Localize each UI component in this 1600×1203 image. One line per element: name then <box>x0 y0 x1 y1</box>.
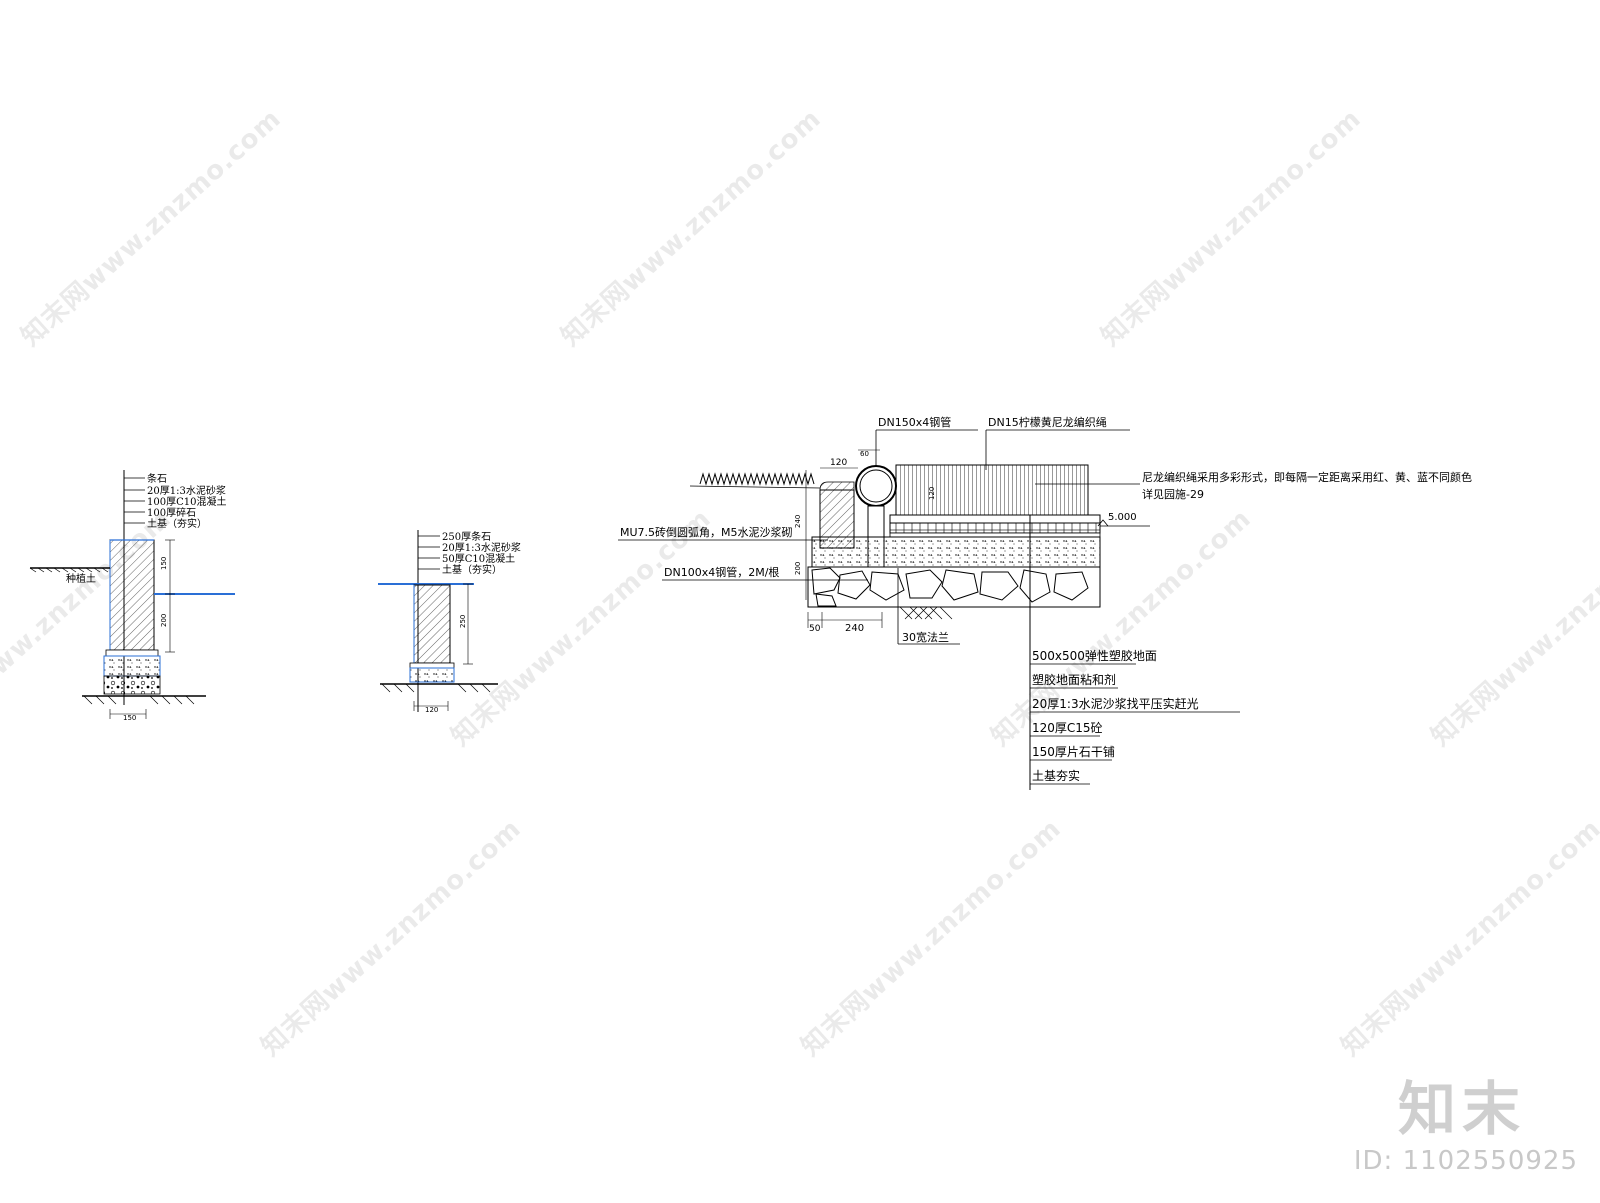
image-id-label: ID: 1102550925 <box>1353 1146 1578 1176</box>
planting-soil-label: 种植土 <box>66 572 96 585</box>
watermark-text: 知末网www.znzmo.com <box>796 814 1067 1063</box>
flange-label: 30宽法兰 <box>902 630 949 644</box>
dim-240-vertical: 240 <box>794 515 802 528</box>
rope-label: DN15柠檬黄尼龙编织绳 <box>988 415 1107 429</box>
section-b-layer-2: 20厚1:3水泥砂浆 <box>442 541 521 554</box>
watermark-text: 知末网www.znzmo.com <box>1426 504 1600 753</box>
section-a-dim-base: 150 <box>123 714 136 722</box>
section-a-dim-lower: 200 <box>160 614 168 627</box>
section-a-layer-3: 100厚C10混凝土 <box>147 495 226 508</box>
dim-60: 60 <box>860 450 869 458</box>
elevation-label: 5.000 <box>1108 512 1137 523</box>
section-a-layer-2: 20厚1:3水泥砂浆 <box>147 484 226 497</box>
section-c-layer-5: 150厚片石干铺 <box>1032 745 1115 759</box>
rope-note-line-1: 尼龙编织绳采用多彩形式，即每隔一定距离采用红、黄、蓝不同颜色 <box>1142 470 1472 484</box>
section-c-layer-6: 土基夯实 <box>1032 768 1080 783</box>
section-b-layer-4: 土基（夯实） <box>442 563 502 576</box>
dim-50: 50 <box>809 624 821 634</box>
brick-label: MU7.5砖倒圆弧角，M5水泥沙浆砌 <box>620 525 793 539</box>
section-b-dim-height: 250 <box>459 615 467 628</box>
section-b-dim-base: 120 <box>425 706 438 714</box>
dim-200: 200 <box>794 562 802 575</box>
watermark-text: 知末网www.znzmo.com <box>556 104 827 353</box>
watermark-text: 知末网www.znzmo.com <box>256 814 527 1063</box>
section-a-layer-5: 土基（夯实） <box>147 517 207 530</box>
section-c-layer-2: 塑胶地面粘和剂 <box>1032 672 1116 687</box>
watermark-text: 知末网www.znzmo.com <box>1336 814 1600 1063</box>
section-c-layer-1: 500x500弹性塑胶地面 <box>1032 648 1157 663</box>
watermark-text: 知末网www.znzmo.com <box>1096 104 1367 353</box>
watermark-layer: 知末网www.znzmo.com 知末网www.znzmo.com 知末网www.z… <box>0 104 1600 1063</box>
section-b-layer-3: 50厚C10混凝土 <box>442 552 515 565</box>
pipe-label: DN150x4钢管 <box>878 415 951 429</box>
dim-240: 240 <box>845 623 864 634</box>
section-b: 250厚条石 20厚1:3水泥砂浆 50厚C10混凝土 土基（夯实） 250 1… <box>378 530 521 714</box>
section-a: 条石 20厚1:3水泥砂浆 100厚C10混凝土 100厚碎石 土基（夯实） 种… <box>29 470 235 722</box>
dim-120: 120 <box>830 458 847 468</box>
section-c-layer-3: 20厚1:3水泥沙浆找平压实赶光 <box>1032 696 1199 711</box>
section-c: DN150x4钢管 DN15柠檬黄尼龙编织绳 尼龙编织绳采用多彩形式，即每隔一定… <box>618 415 1472 790</box>
section-a-layer-4: 100厚碎石 <box>147 506 196 519</box>
brand-watermark: 知末 <box>1398 1075 1527 1143</box>
section-a-layer-1: 条石 <box>147 472 167 485</box>
rope-note-line-2: 详见园施-29 <box>1142 487 1204 501</box>
section-a-dim-upper: 150 <box>160 557 168 570</box>
post-label: DN100x4钢管，2M/根 <box>664 565 779 579</box>
section-c-layer-4: 120厚C15砼 <box>1032 721 1103 735</box>
dim-120-vertical: 120 <box>928 487 936 500</box>
section-b-layer-1: 250厚条石 <box>442 530 491 543</box>
watermark-text: 知末网www.znzmo.com <box>16 104 287 353</box>
